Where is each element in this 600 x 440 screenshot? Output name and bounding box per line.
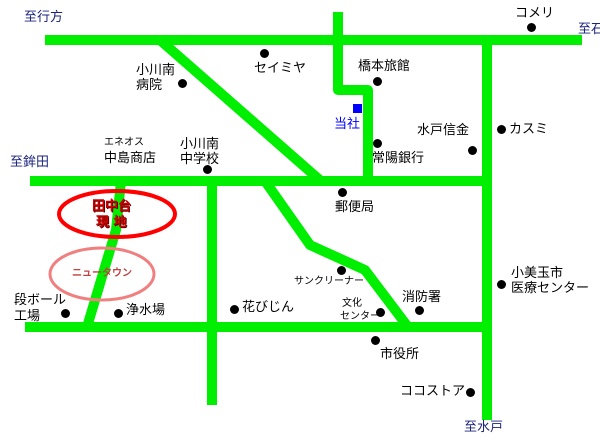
landmark-dot — [376, 308, 385, 317]
site-label-2: 現 地 — [96, 215, 127, 230]
ogawa-minami-hospital: 小川南 病院 — [136, 63, 176, 93]
coco-store: ココストア — [400, 384, 466, 399]
company-marker — [353, 104, 362, 113]
fire-station: 消防署 — [402, 290, 442, 305]
landmark-dot — [114, 309, 123, 318]
site-label-1: 田中台 — [92, 199, 132, 214]
nakajima-shoten: 中島商店 — [104, 151, 157, 166]
landmark-dot — [260, 49, 269, 58]
landmark-dot — [338, 188, 347, 197]
direction-hokota: 至鉾田 — [10, 155, 50, 170]
landmark-dot — [497, 280, 506, 289]
danball-1: 段ボール — [14, 293, 67, 308]
newtown-ellipse — [48, 246, 156, 302]
landmark-dot — [497, 125, 506, 134]
landmark-dot — [371, 336, 380, 345]
site-ellipse — [57, 189, 177, 239]
bunka-center-1: 文化 — [342, 298, 362, 309]
sun-cleaner: サンクリーナー — [294, 276, 364, 287]
danball-2: 工場 — [14, 309, 41, 324]
landmark-dot — [466, 388, 475, 397]
direction-mito: 至水戸 — [464, 420, 504, 435]
landmark-dot — [527, 23, 536, 32]
road-diagonal-south — [260, 178, 412, 331]
ogawa-minami-school: 小川南 中学校 — [180, 137, 220, 167]
landmark-dot — [415, 306, 424, 315]
city-hall: 市役所 — [380, 347, 420, 362]
hanabijin: 花びじん — [242, 300, 295, 315]
road-west — [82, 180, 126, 329]
kasumi: カスミ — [509, 122, 549, 137]
seimiya: セイミヤ — [254, 61, 307, 76]
landmark-dot — [373, 77, 382, 86]
direction-namegata: 至行方 — [24, 10, 64, 25]
landmark-dot — [373, 139, 382, 148]
landmark-dot — [468, 146, 477, 155]
eneos-label: エネオス — [104, 137, 144, 148]
road-diagonal-north — [156, 36, 326, 186]
newtown-label: ニュータウン — [72, 268, 132, 279]
post-office: 郵便局 — [335, 200, 375, 215]
landmark-dot — [337, 266, 346, 275]
water-plant: 浄水場 — [126, 303, 166, 318]
road-to-company — [333, 12, 373, 182]
direction-ishioka: 至石岡 — [578, 22, 600, 37]
medical-center: 小美玉市 医療センター — [511, 266, 590, 296]
komeri: コメリ — [515, 6, 555, 21]
mito-shinkin: 水戸信金 — [417, 123, 470, 138]
hashimoto-ryokan: 橋本旅館 — [358, 59, 411, 74]
company-label: 当社 — [334, 117, 361, 132]
landmark-dot — [230, 305, 239, 314]
landmark-dot — [203, 165, 212, 174]
bunka-center-2: センター — [340, 311, 380, 322]
landmark-dot — [61, 309, 70, 318]
joyo-bank: 常陽銀行 — [372, 151, 425, 166]
landmark-dot — [178, 79, 187, 88]
